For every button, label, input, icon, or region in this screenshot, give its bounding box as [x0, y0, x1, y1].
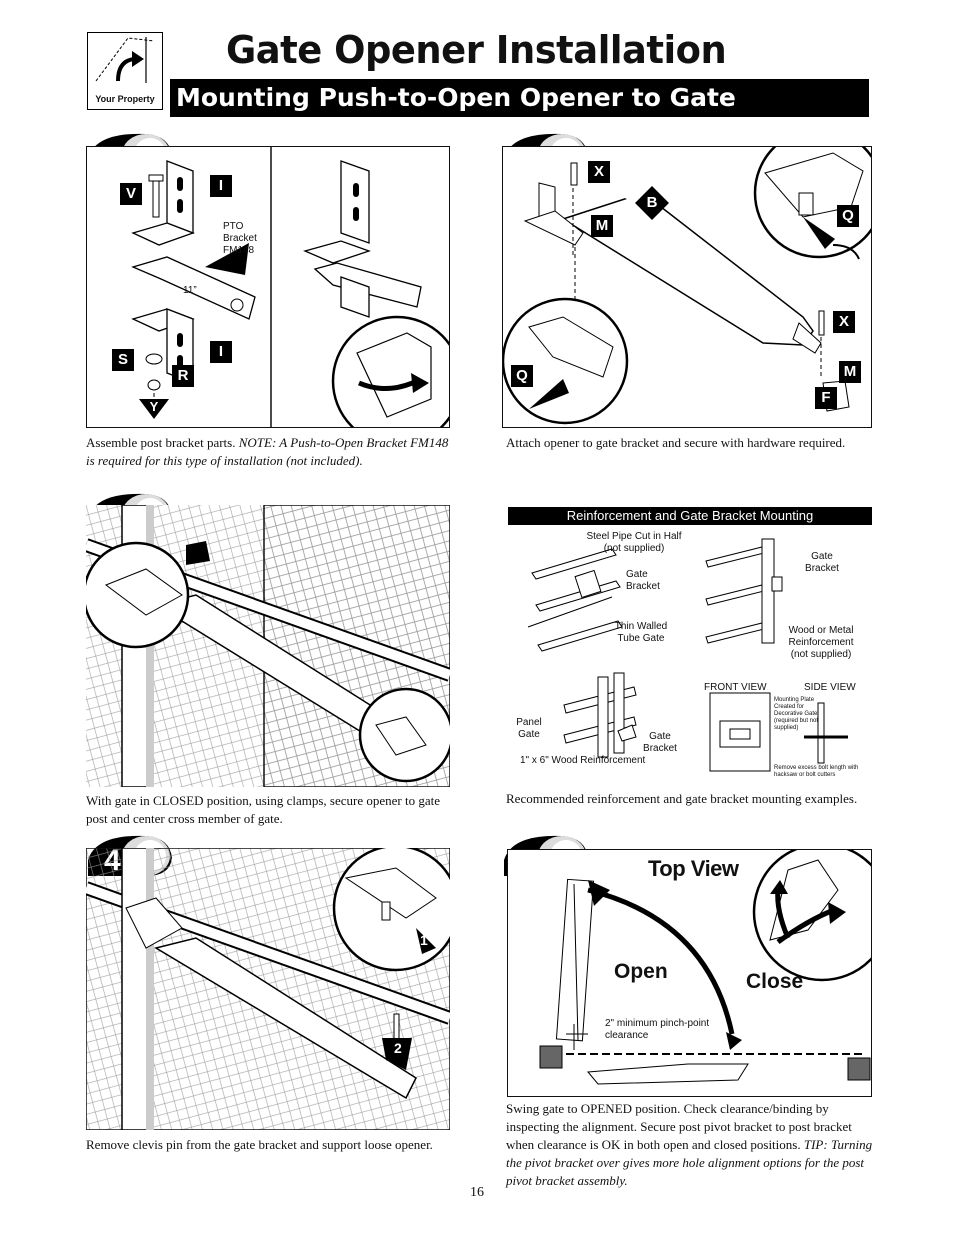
step-2-caption: Attach opener to gate bracket and secure… [506, 435, 846, 450]
panel-gate-label: Panel Gate [516, 717, 542, 740]
reinforcement-drawing [527, 538, 848, 772]
hardware-label-m-lower: M [839, 361, 861, 383]
gate-bracket-label-c: Gate Bracket [643, 731, 677, 754]
step-4-caption: Remove clevis pin from the gate bracket … [86, 1137, 433, 1152]
clamp-opener-drawing [86, 505, 450, 787]
remove-clevis-drawing [86, 848, 450, 1130]
mounting-plate-note: Mounting Plate Created for Decorative Ga… [774, 697, 819, 731]
step-4-illustration: 1 2 [86, 848, 450, 1130]
thin-walled-tube-label: Thin Walled Tube Gate [614, 621, 668, 644]
wood-metal-reinforcement-label: Wood or Metal Reinforcement (not supplie… [788, 625, 854, 660]
front-view-label: FRONT VIEW [704, 682, 767, 693]
hardware-label-i-lower: I [210, 341, 232, 363]
opener-attach-drawing [503, 147, 871, 425]
hardware-label-m: M [591, 215, 613, 237]
open-label: Open [614, 960, 668, 983]
clearance-label: 2" minimum pinch-point clearance [605, 1018, 710, 1041]
step-1-illustration: V I I S R Y PTO Bracket FM148 11” [86, 146, 450, 428]
hardware-label-v: V [120, 183, 142, 205]
step-5-marker-1: 1 [598, 928, 606, 944]
hardware-label-q-lower: Q [511, 365, 533, 387]
step-4-marker-1: 1 [420, 932, 428, 948]
side-view-label: SIDE VIEW [804, 682, 856, 693]
gate-bracket-label-b: Gate Bracket [805, 551, 839, 574]
step-3-illustration [86, 505, 450, 787]
bracket-length-label: 11” [183, 285, 197, 296]
close-label: Close [746, 970, 804, 993]
hardware-label-x: X [588, 161, 610, 183]
step-4-marker-2: 2 [394, 1040, 402, 1056]
step-5-marker-2: 2 [736, 1024, 744, 1040]
wood-reinforcement-label: 1" x 6" Wood Reinforcement [520, 755, 646, 766]
hardware-label-b: B [646, 194, 658, 211]
hardware-label-x-lower: X [833, 311, 855, 333]
step-1-caption: Assemble post bracket parts. NOTE: A Pus… [86, 435, 449, 468]
hardware-label-s: S [112, 349, 134, 371]
pto-bracket-label: PTO Bracket FM148 [223, 221, 257, 256]
gate-bracket-label-a: Gate Bracket [626, 569, 660, 592]
step-5-caption: Swing gate to OPENED position. Check cle… [506, 1101, 873, 1188]
reinforcement-caption: Recommended reinforcement and gate brack… [506, 791, 858, 806]
reinforcement-heading: Reinforcement and Gate Bracket Mounting [508, 507, 872, 525]
remove-bolt-note: Remove excess bolt length with hacksaw o… [774, 765, 859, 778]
post-bracket-exploded-drawing [131, 147, 449, 427]
hardware-label-r: R [172, 365, 194, 387]
steel-pipe-label: Steel Pipe Cut in Half (not supplied) [586, 531, 682, 554]
section-title: Mounting Push-to-Open Opener to Gate [170, 79, 869, 117]
page-title: Gate Opener Installation [226, 28, 727, 72]
hardware-label-i: I [210, 175, 232, 197]
your-property-logo: Your Property [87, 32, 163, 110]
hardware-label-f: F [815, 387, 837, 409]
logo-label: Your Property [95, 94, 155, 104]
top-view-label: Top View [648, 856, 739, 881]
page-number: 16 [470, 1185, 484, 1200]
property-arrow-icon [95, 37, 155, 83]
hardware-label-q: Q [837, 205, 859, 227]
step-3-caption: With gate in CLOSED position, using clam… [86, 793, 441, 826]
swing-gate-top-view-drawing [539, 850, 871, 1085]
hardware-label-y: Y [149, 399, 159, 414]
step-2-illustration: X B M Q X Q M F [502, 146, 872, 428]
step-5-illustration: Top View Open Close 1 2 2" minimum pinch… [507, 849, 872, 1097]
reinforcement-illustration: Steel Pipe Cut in Half (not supplied) Ga… [508, 525, 872, 787]
